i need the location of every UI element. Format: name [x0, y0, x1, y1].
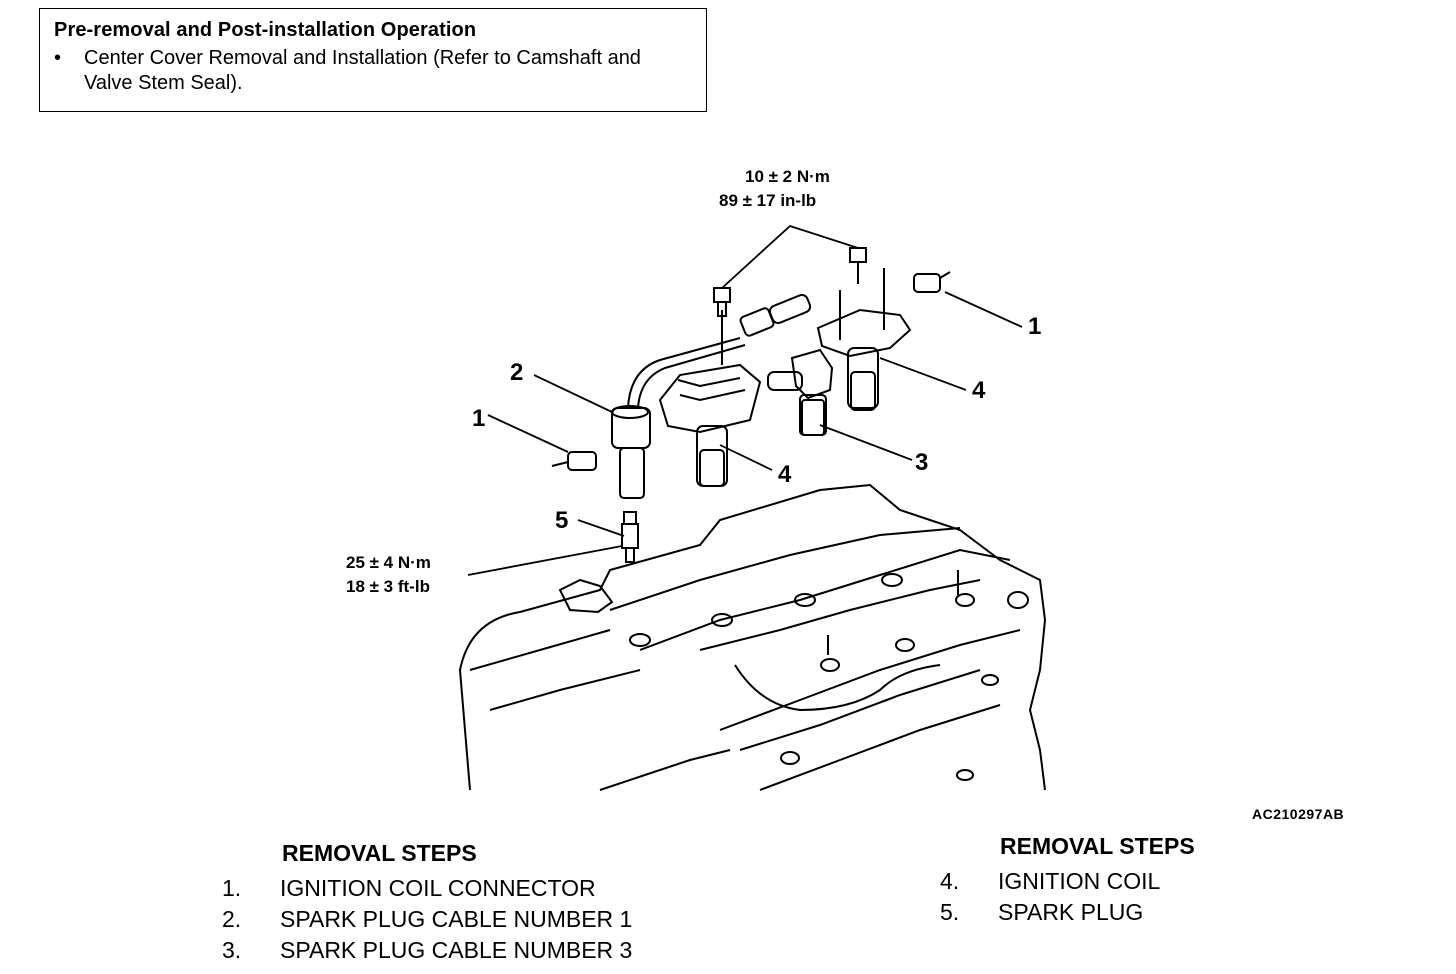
ignition-coil-diagram: 10 ± 2 N·m 89 ± 17 in-lb 25 ± 4 N·m 18 ±… [346, 167, 1047, 791]
ignition-coil-connector-right-drawing [913, 271, 951, 293]
leader-lines [467, 224, 1023, 576]
step-row: 2. SPARK PLUG CABLE NUMBER 1 [222, 904, 632, 935]
step-label: SPARK PLUG [998, 899, 1144, 925]
step-label: SPARK PLUG CABLE NUMBER 1 [280, 906, 633, 932]
step-number: 5. [940, 899, 960, 925]
figure-id: AC210297AB [1252, 806, 1345, 822]
step-row: 1. IGNITION COIL CONNECTOR [222, 873, 632, 904]
callout-1-right: 1 [1028, 313, 1041, 340]
torque-plug-nm: 25 ± 4 N·m [346, 553, 431, 572]
note-title: Pre-removal and Post-installation Operat… [54, 19, 477, 41]
pre-removal-note-box: Pre-removal and Post-installation Operat… [39, 8, 707, 112]
torque-top-inlb: 89 ± 17 in-lb [719, 191, 816, 210]
callout-4-right: 4 [972, 377, 986, 404]
step-row: 5. SPARK PLUG [940, 897, 1195, 928]
note-item: Center Cover Removal and Installation (R… [54, 46, 644, 96]
removal-steps-heading: REMOVAL STEPS [282, 840, 477, 866]
step-label: SPARK PLUG CABLE NUMBER 3 [280, 937, 633, 963]
spark-plug-cable-3-drawing [767, 348, 834, 436]
callout-3: 3 [915, 449, 928, 476]
callout-4-left: 4 [778, 461, 792, 488]
step-number: 2. [222, 906, 242, 932]
step-row: 4. IGNITION COIL [940, 866, 1195, 897]
ignition-coil-left-drawing [658, 287, 762, 487]
removal-steps-left: REMOVAL STEPS 1. IGNITION COIL CONNECTOR… [222, 840, 632, 966]
callout-5: 5 [555, 507, 568, 534]
callout-2: 2 [510, 359, 523, 386]
torque-plug-ftlb: 18 ± 3 ft-lb [346, 577, 430, 596]
removal-steps-heading: REMOVAL STEPS [1000, 833, 1195, 859]
step-number: 1. [222, 875, 242, 901]
step-number: 4. [940, 868, 960, 894]
spark-plug-drawing [621, 511, 639, 563]
callout-1-left: 1 [472, 405, 485, 432]
torque-top-nm: 10 ± 2 N·m [745, 167, 830, 186]
exploded-view-illustration: 10 ± 2 N·m 89 ± 17 in-lb 25 ± 4 N·m 18 ±… [0, 150, 1456, 810]
removal-steps-right: REMOVAL STEPS 4. IGNITION COIL 5. SPARK … [940, 833, 1195, 928]
cylinder-head-drawing [458, 483, 1047, 791]
step-number: 3. [222, 937, 242, 963]
ignition-coil-connector-left-drawing [551, 451, 597, 471]
ignition-coil-right-drawing [816, 247, 912, 411]
note-list: Center Cover Removal and Installation (R… [54, 46, 692, 96]
step-label: IGNITION COIL [998, 868, 1161, 894]
step-row: 3. SPARK PLUG CABLE NUMBER 3 [222, 935, 632, 966]
step-label: IGNITION COIL CONNECTOR [280, 875, 596, 901]
